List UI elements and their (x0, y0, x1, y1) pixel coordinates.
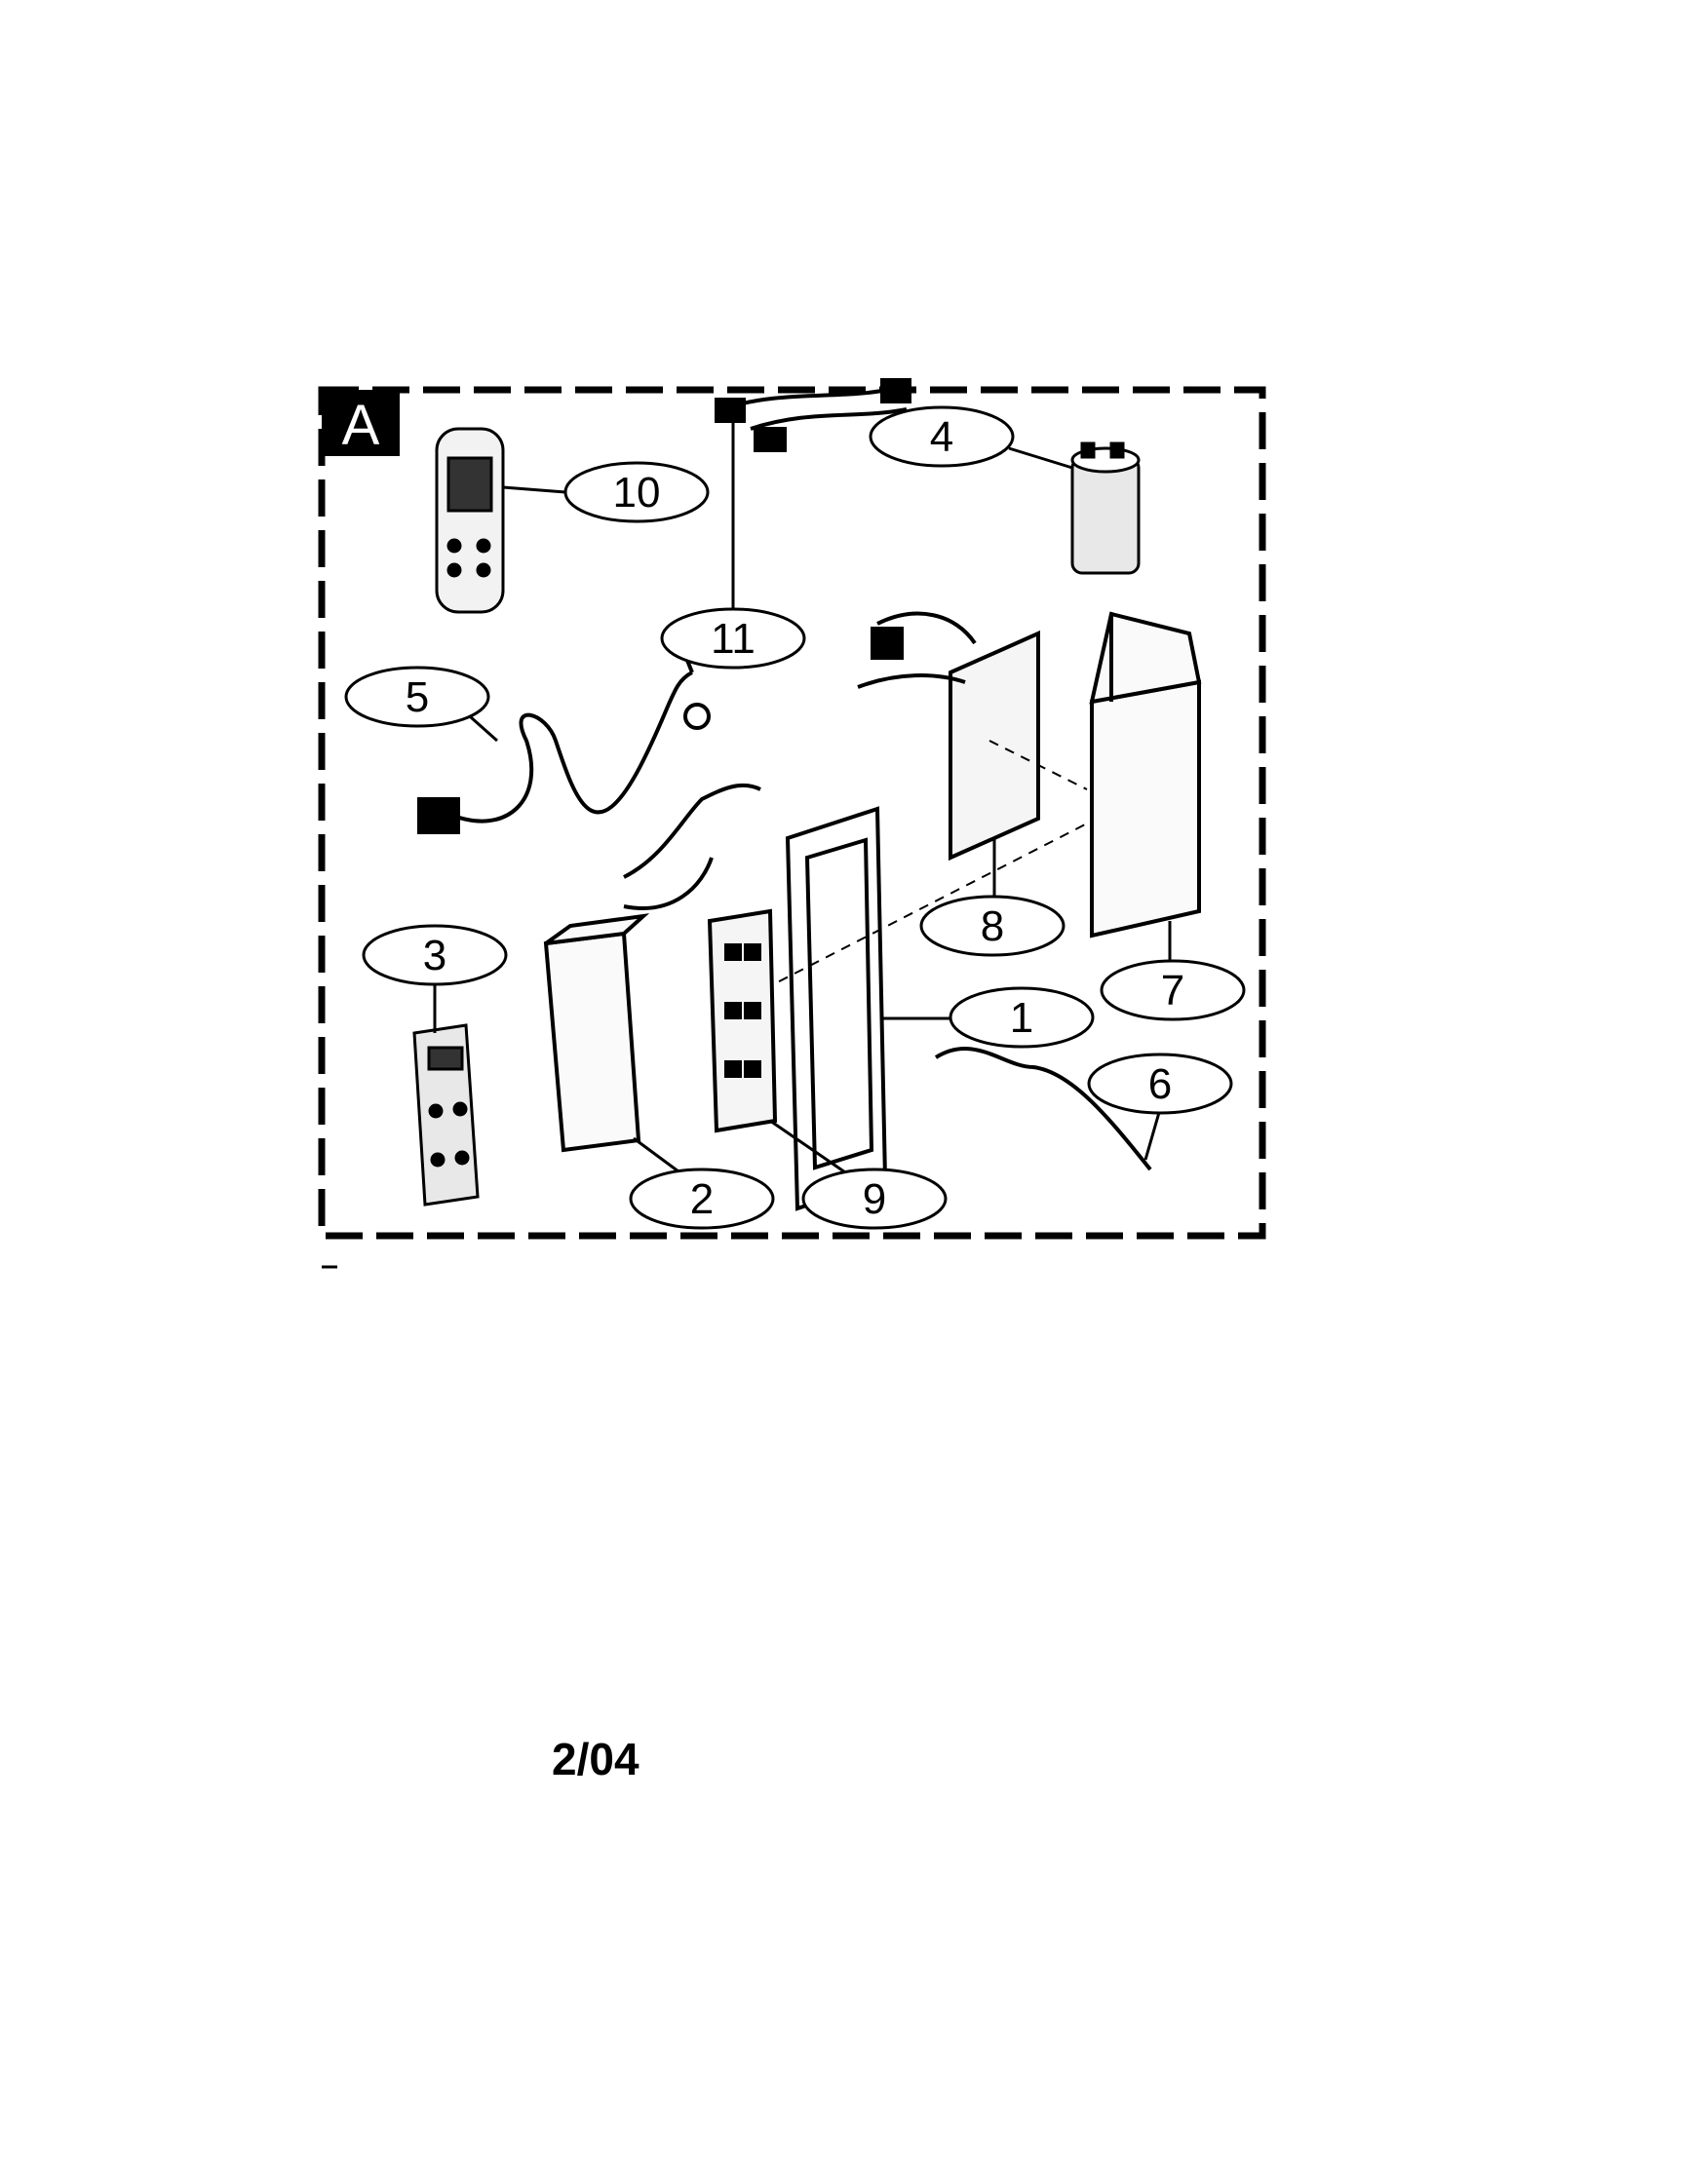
svg-text:8: 8 (981, 902, 1004, 950)
control-panel-label-part (412, 1023, 480, 1207)
callout-4: 4 (869, 405, 1015, 468)
display-board-part (707, 908, 778, 1133)
wire-harness-part (715, 378, 911, 452)
pcb-part (857, 611, 1040, 862)
svg-text:4: 4 (930, 413, 953, 461)
section-label-box (322, 390, 400, 456)
callout-5: 5 (344, 666, 490, 728)
svg-text:7: 7 (1161, 967, 1184, 1015)
svg-text:2: 2 (690, 1175, 714, 1223)
callout-1: 1 (949, 986, 1095, 1049)
callout-3: 3 (362, 924, 508, 986)
callout-2: 2 (629, 1168, 775, 1230)
callout-10: 10 (563, 461, 710, 523)
remote-control-part (435, 427, 505, 614)
svg-text:5: 5 (406, 673, 429, 721)
svg-text:1: 1 (1010, 994, 1033, 1042)
sensor-part (934, 1047, 1152, 1171)
capacitor-part (1070, 441, 1141, 575)
svg-text:6: 6 (1148, 1060, 1172, 1108)
svg-text:10: 10 (613, 469, 661, 517)
wiring-part (623, 783, 761, 910)
svg-text:9: 9 (863, 1175, 886, 1223)
section-frame (318, 386, 1266, 1240)
svg-text:3: 3 (423, 932, 446, 979)
date-code: 2/04 (552, 1734, 639, 1784)
callout-8: 8 (919, 895, 1066, 957)
section-label: A (342, 394, 380, 457)
callout-11: 11 (660, 607, 806, 670)
svg-text:11: 11 (711, 615, 756, 663)
front-cover-part (543, 913, 650, 1153)
control-box-part (1089, 611, 1202, 939)
power-cord-part (417, 623, 714, 834)
callout-7: 7 (1100, 959, 1246, 1021)
callout-9: 9 (801, 1168, 948, 1230)
mounting-frame-part (785, 806, 888, 1211)
callout-6: 6 (1087, 1053, 1233, 1115)
